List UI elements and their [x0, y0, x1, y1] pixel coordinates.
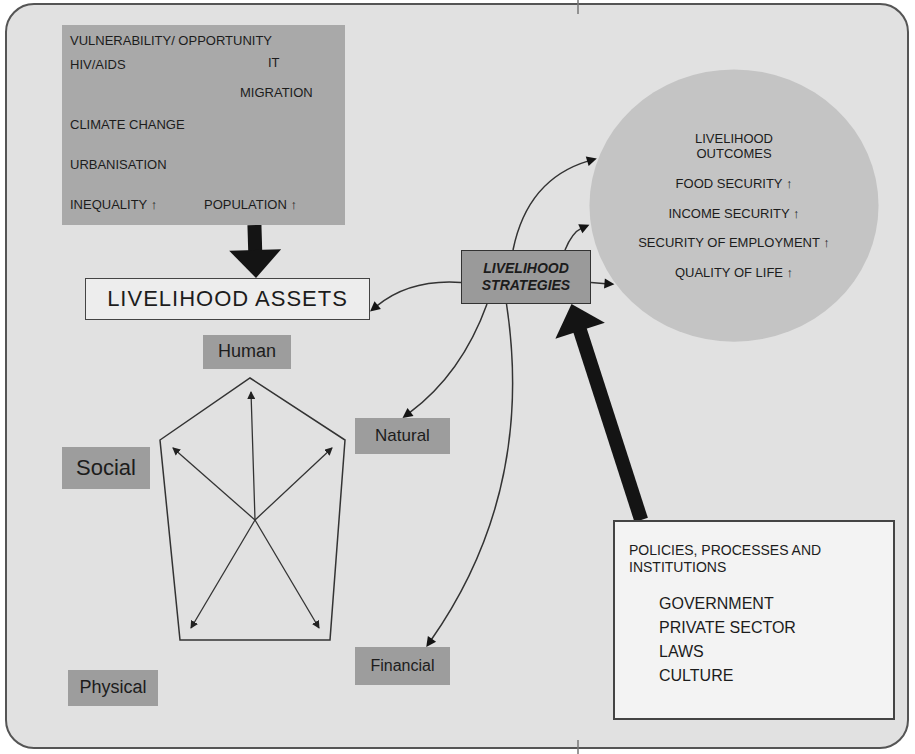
node-heading: Physical: [79, 677, 146, 699]
strategies-box: LIVELIHOOD STRATEGIES: [461, 250, 591, 304]
node-heading: Natural: [375, 426, 430, 446]
node-text: INEQUALITY ↑: [70, 197, 157, 213]
policies-box: POLICIES, PROCESSES AND INSTITUTIONS GOVE…: [613, 520, 895, 720]
node-text: CULTURE: [659, 666, 879, 685]
node-text: POPULATION ↑: [204, 197, 297, 213]
connector-line: [431, 304, 513, 640]
poster-ground: [6, 4, 908, 748]
connector-line: [565, 228, 582, 250]
connector-line: [513, 161, 589, 250]
arrow-head: [555, 304, 604, 339]
node-text: HIV/AIDS: [70, 57, 126, 73]
node-text: INCOME SECURITY ↑: [668, 206, 799, 222]
edge-tick: [577, 740, 579, 754]
arrow-head: [229, 249, 281, 278]
arrow-head: [604, 279, 614, 289]
arrow-head: [403, 408, 414, 418]
arrow-head: [586, 157, 597, 167]
node-text: FOOD SECURITY ↑: [676, 176, 793, 192]
node-text: CLIMATE CHANGE: [70, 117, 185, 133]
connector-line: [591, 282, 606, 283]
connector-line: [247, 225, 262, 254]
node-text: GOVERNMENT: [659, 594, 879, 613]
connector-arrow: [513, 157, 597, 250]
node-heading: Human: [218, 341, 276, 363]
vulnerability-box: VULNERABILITY/ OPPORTUNITY HIV/AIDS IT MIGR…: [62, 25, 345, 225]
node-heading: Social: [76, 455, 136, 481]
connector-arrow: [370, 282, 461, 312]
node-text: QUALITY OF LIFE ↑: [675, 265, 793, 281]
asset-label: Natural: [355, 418, 450, 454]
arrow-head: [578, 224, 589, 233]
connector-arrow: [426, 304, 512, 647]
pentagon-spoke: [251, 392, 255, 520]
node-heading: POLICIES, PROCESSES AND INSTITUTIONS: [629, 542, 829, 576]
node-heading: LIVELIHOOD STRATEGIES: [469, 260, 583, 294]
node-heading: Financial: [370, 656, 434, 675]
edge-tick: [577, 0, 579, 14]
ellipse-shape: [589, 69, 878, 341]
node-text: LAWS: [659, 642, 879, 661]
connector-arrow: [565, 224, 589, 250]
node-heading: LIVELIHOOD OUTCOMES: [674, 131, 794, 162]
node-heading: VULNERABILITY/ OPPORTUNITY: [70, 33, 272, 49]
assets-box: LIVELIHOOD ASSETS: [85, 278, 370, 320]
block-arrow: [229, 225, 281, 278]
node-text: SECURITY OF EMPLOYMENT ↑: [638, 235, 830, 251]
connector-line: [409, 304, 487, 413]
connector-line: [579, 327, 641, 520]
pentagon-spoke: [255, 448, 332, 520]
arrow-head: [426, 636, 436, 647]
asset-label: Physical: [68, 670, 158, 706]
asset-label: Human: [203, 335, 291, 369]
pentagon-outline: [160, 378, 345, 640]
connector-arrow: [403, 304, 488, 418]
node-text: MIGRATION: [240, 85, 313, 101]
pentagon-spoke: [173, 448, 255, 520]
node-text: PRIVATE SECTOR: [659, 618, 879, 637]
pentagon-spoke: [191, 520, 255, 628]
asset-label: Financial: [355, 647, 450, 685]
connector-line: [377, 282, 461, 306]
asset-label: Social: [62, 447, 150, 489]
block-arrow: [555, 304, 641, 520]
node-text: URBANISATION: [70, 157, 167, 173]
connector-arrow: [591, 279, 614, 289]
pentagon-spoke: [255, 520, 319, 628]
arrow-head: [370, 301, 381, 311]
node-heading: LIVELIHOOD ASSETS: [107, 286, 348, 312]
outcomes-circle: LIVELIHOOD OUTCOMES FOOD SECURITY ↑ INCOME…: [588, 68, 880, 343]
node-text: IT: [268, 55, 280, 71]
